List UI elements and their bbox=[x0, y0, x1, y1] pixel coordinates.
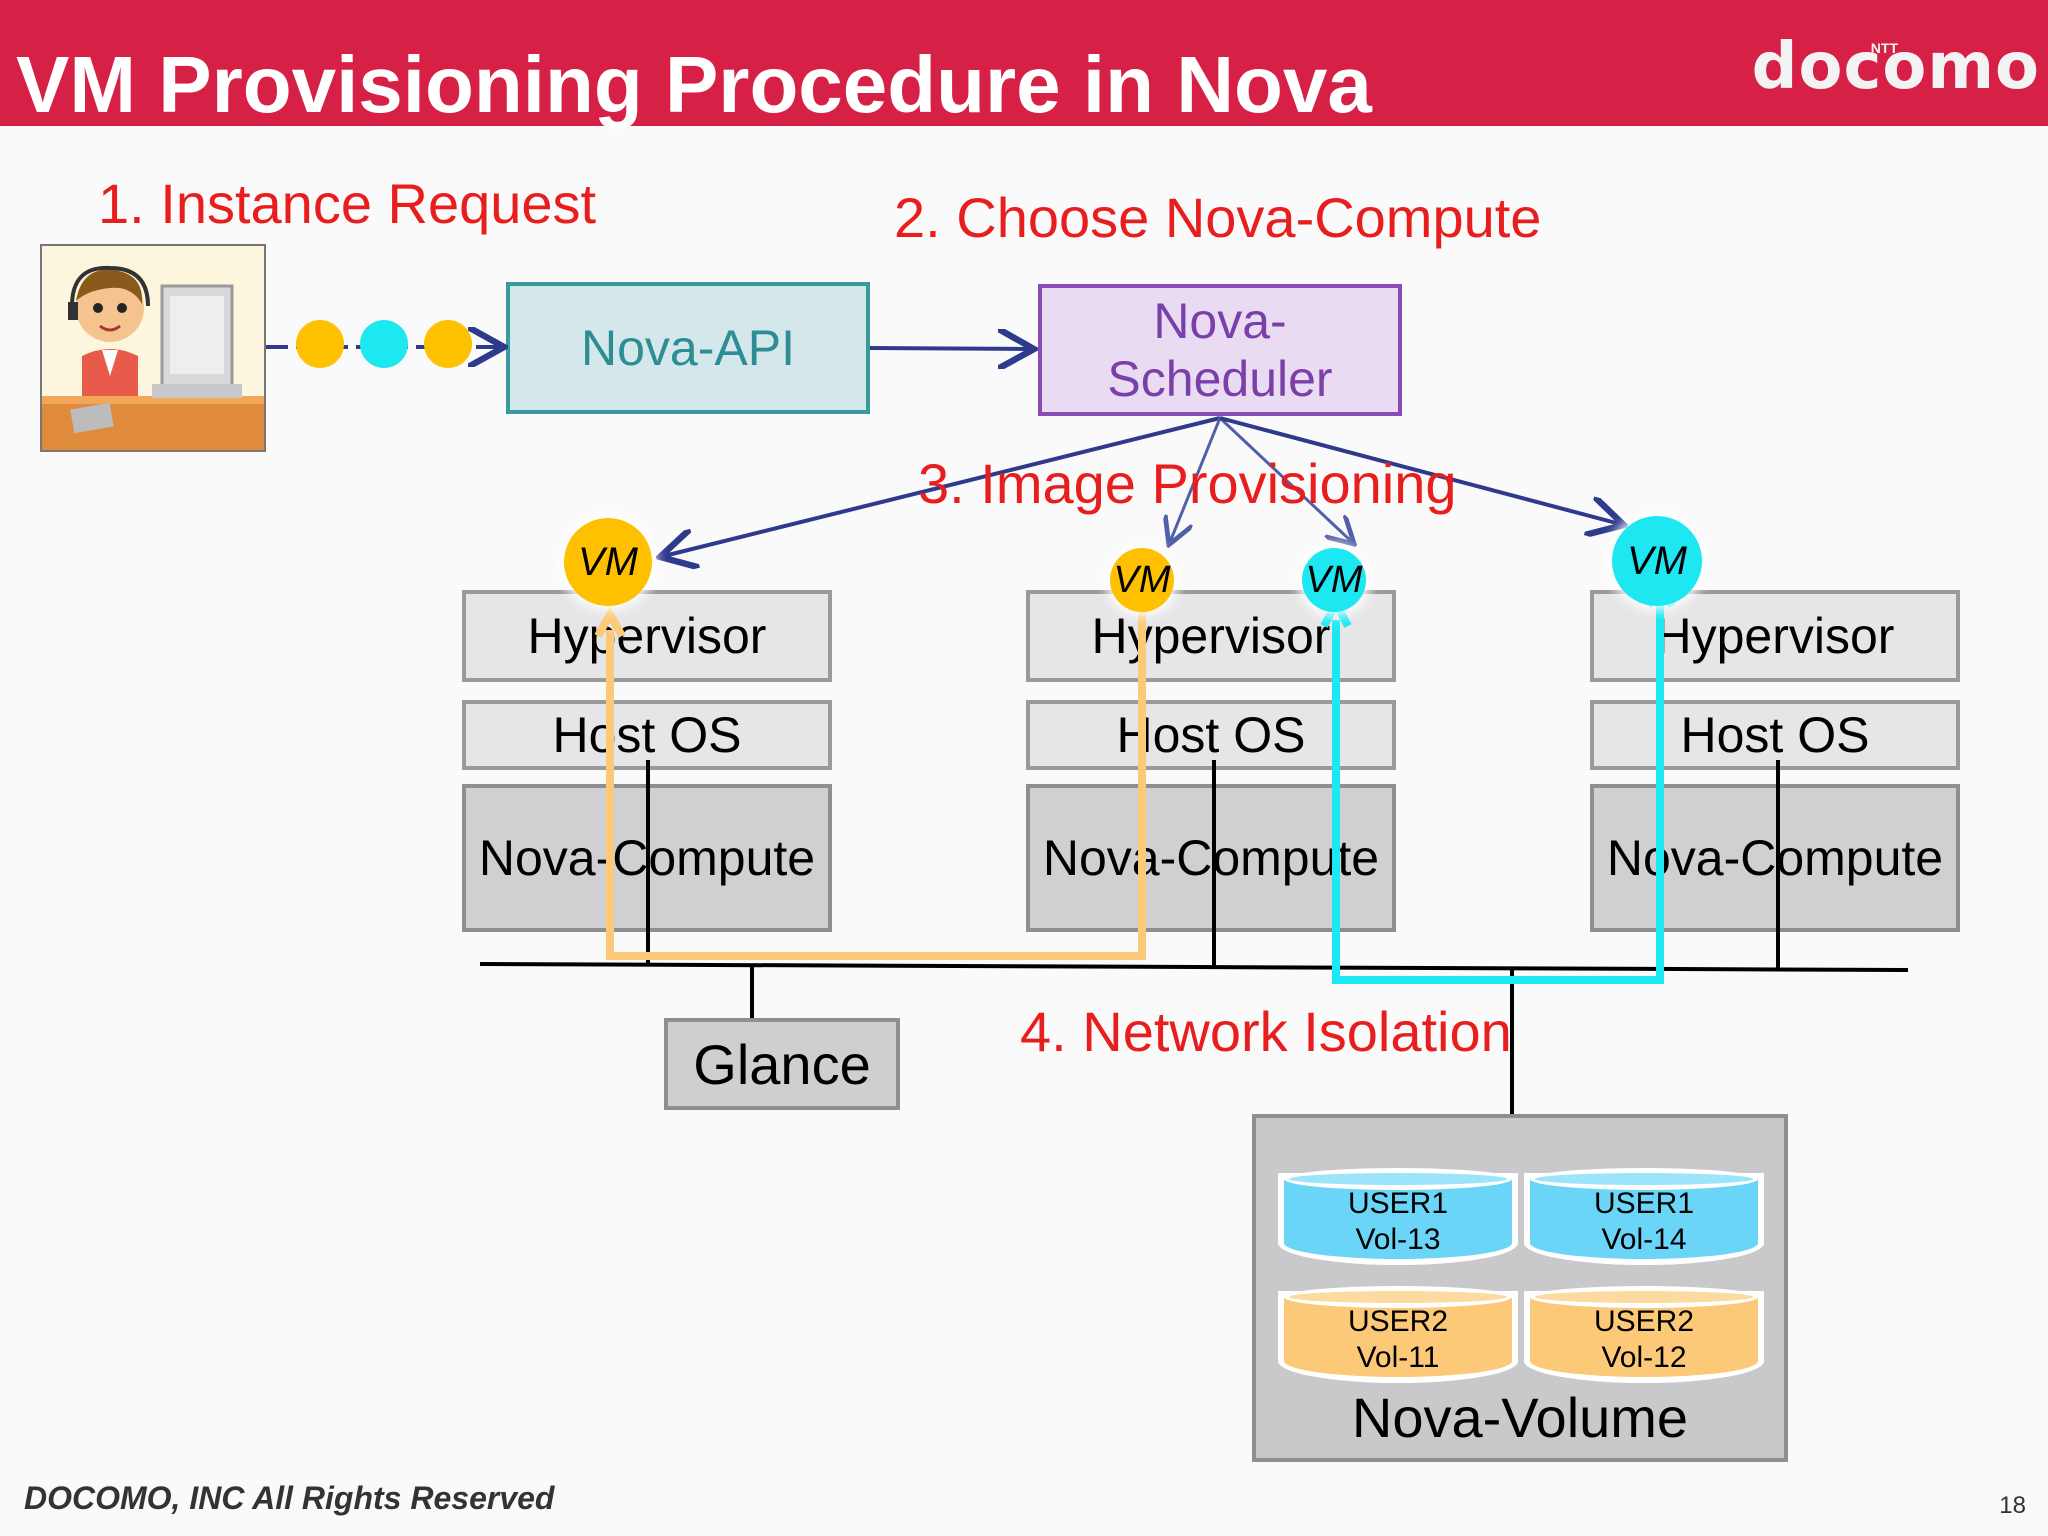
request-dot bbox=[424, 320, 472, 368]
step-4-label: 4. Network Isolation bbox=[1020, 1000, 1512, 1063]
hypervisor-label: Hypervisor bbox=[1655, 608, 1895, 664]
scheduler-to-vm3-arrow bbox=[1219, 416, 1620, 524]
vm-node-cyan: VM bbox=[1612, 516, 1702, 606]
request-dot bbox=[360, 320, 408, 368]
vm-node-yellow: VM bbox=[1110, 548, 1174, 612]
volume-user: USER1 bbox=[1347, 1187, 1449, 1220]
step-1-label: 1. Instance Request bbox=[98, 172, 597, 235]
vm-label: VM bbox=[1627, 538, 1687, 583]
vm-label: VM bbox=[578, 539, 638, 584]
docomo-logo: docomo bbox=[1751, 30, 2040, 104]
scheduler-label-line2: Scheduler bbox=[1107, 351, 1333, 407]
scheduler-to-vm1-arrow bbox=[664, 416, 1221, 556]
hostos-label: Host OS bbox=[1680, 707, 1870, 763]
hostos-box-1: Host OS bbox=[462, 700, 832, 770]
hostos-label: Host OS bbox=[1116, 707, 1306, 763]
logo-sup: NTT bbox=[1870, 40, 1898, 56]
api-to-scheduler-arrow bbox=[869, 348, 1030, 349]
copyright-footer: DOCOMO, INC All Rights Reserved bbox=[24, 1480, 555, 1516]
volume-user: USER1 bbox=[1593, 1187, 1695, 1220]
nova-compute-box-3: Nova-Compute bbox=[1590, 784, 1960, 932]
step-3-label: 3. Image Provisioning bbox=[918, 452, 1457, 515]
nova-api-label: Nova-API bbox=[581, 320, 795, 376]
slide-title: VM Provisioning Procedure in Nova bbox=[16, 40, 1372, 129]
hypervisor-box-1: Hypervisor bbox=[462, 590, 832, 682]
vm-node-cyan: VM bbox=[1302, 548, 1366, 612]
volume-user: USER2 bbox=[1347, 1305, 1449, 1338]
page-number: 18 bbox=[1999, 1492, 2026, 1519]
user-operator-illustration bbox=[40, 244, 266, 452]
step-2-label: 2. Choose Nova-Compute bbox=[894, 186, 1542, 249]
volume-id: Vol-14 bbox=[1601, 1223, 1687, 1256]
request-dot bbox=[296, 320, 344, 368]
volume-id: Vol-12 bbox=[1601, 1341, 1687, 1374]
hostos-box-3: Host OS bbox=[1590, 700, 1960, 770]
nova-compute-label: Nova-Compute bbox=[1042, 830, 1380, 886]
hypervisor-label: Hypervisor bbox=[527, 608, 767, 664]
vm-label: VM bbox=[1113, 558, 1171, 601]
network-bus-line bbox=[479, 962, 1909, 972]
vm-node-yellow: VM bbox=[564, 518, 652, 606]
vm-label: VM bbox=[1305, 558, 1363, 601]
volume-user: USER2 bbox=[1593, 1305, 1695, 1338]
nova-scheduler-box: Nova- Scheduler bbox=[1038, 284, 1402, 416]
volume-id: Vol-13 bbox=[1355, 1223, 1441, 1256]
scheduler-to-vm2a-arrow bbox=[1170, 417, 1222, 542]
hypervisor-label: Hypervisor bbox=[1091, 608, 1331, 664]
hostos-label: Host OS bbox=[552, 707, 742, 763]
nova-api-box: Nova-API bbox=[506, 282, 870, 414]
nova-volume-label: Nova-Volume bbox=[1351, 1386, 1689, 1449]
orange-path-arrowhead bbox=[594, 605, 626, 638]
scheduler-label-line1: Nova- bbox=[1153, 293, 1287, 349]
scheduler-to-vm2b-arrow bbox=[1218, 416, 1352, 542]
cyan-image-path bbox=[1332, 600, 1664, 984]
glance-box: Glance bbox=[664, 1018, 900, 1110]
volume-id: Vol-11 bbox=[1356, 1341, 1440, 1374]
header-bar: VM Provisioning Procedure in Nova NTT do… bbox=[0, 0, 2048, 129]
orange-image-path bbox=[606, 600, 1146, 960]
glance-label: Glance bbox=[693, 1032, 871, 1096]
